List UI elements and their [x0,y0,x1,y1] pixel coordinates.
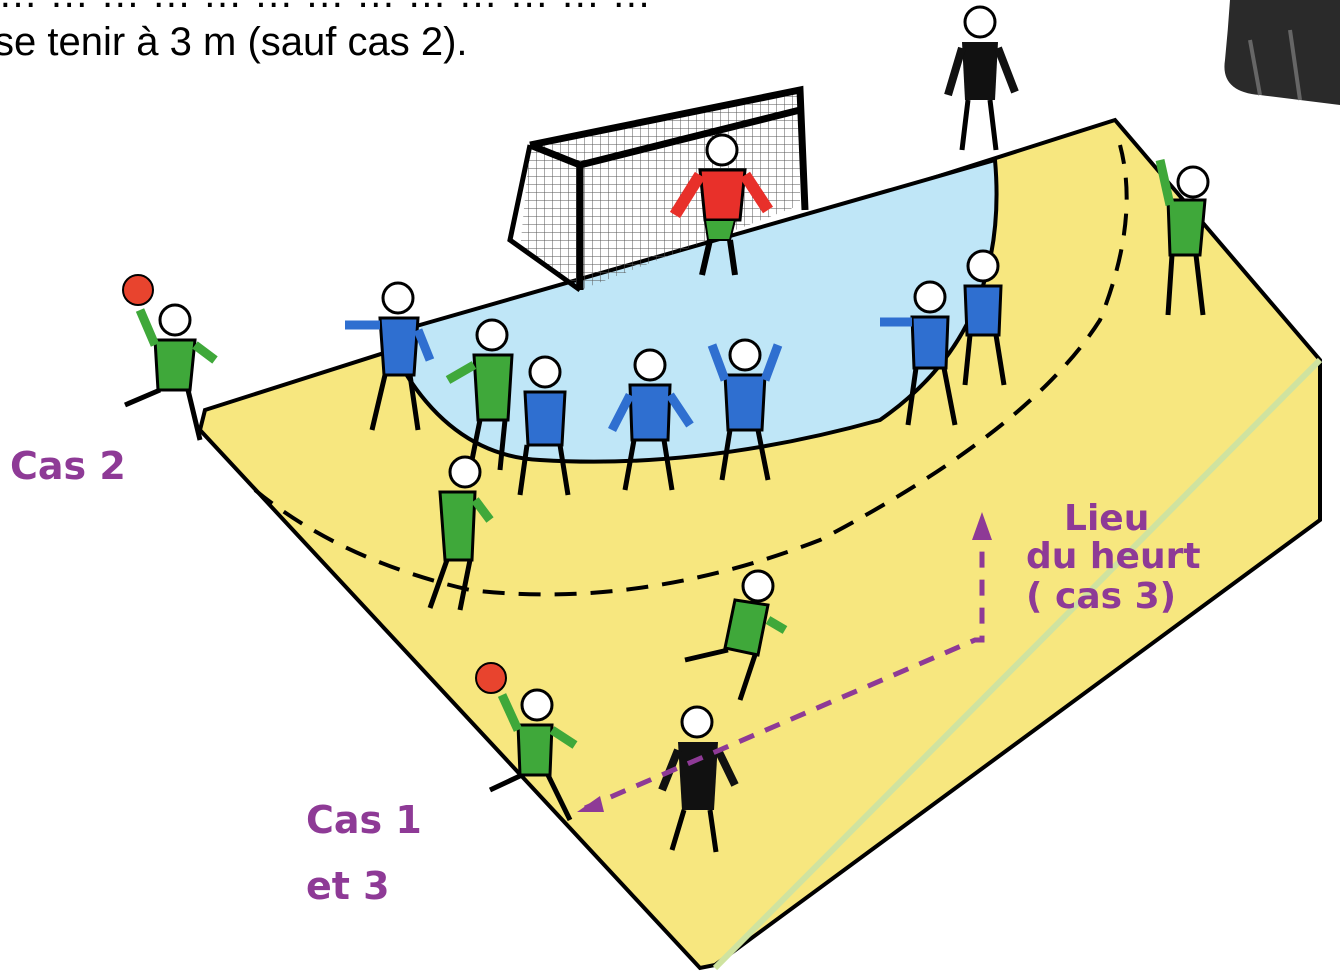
player-cas2 [124,303,218,441]
player [684,569,788,701]
player [427,455,494,611]
label-cas2: Cas 2 [10,444,126,488]
free-throw-line [253,144,1129,597]
player [517,355,571,496]
label-du-heurt: du heurt [1026,536,1201,577]
player [607,348,694,491]
referee-top [944,5,1019,151]
referee-bottom [658,705,739,853]
player [707,338,783,481]
goalkeeper [669,133,774,276]
cropped-figure [1224,0,1340,105]
player [962,249,1007,386]
label-cas3: ( cas 3) [1026,576,1177,617]
player-cas1 [488,688,578,822]
label-lieu: Lieu [1064,498,1150,539]
player [1155,159,1210,316]
player [345,281,435,431]
defenders [345,249,1007,496]
handball-ball-icon [475,662,507,694]
label-et3: et 3 [306,864,390,908]
attackers [124,159,1210,822]
handball-ball-icon [122,274,154,306]
label-cas1: Cas 1 [306,798,422,842]
player [880,280,958,426]
collision-arrow [577,512,992,812]
caption-line: se tenir à 3 m (sauf cas 2). [0,20,468,64]
caption-top-fragment: … … … … … … … … … … … … … [0,0,651,16]
